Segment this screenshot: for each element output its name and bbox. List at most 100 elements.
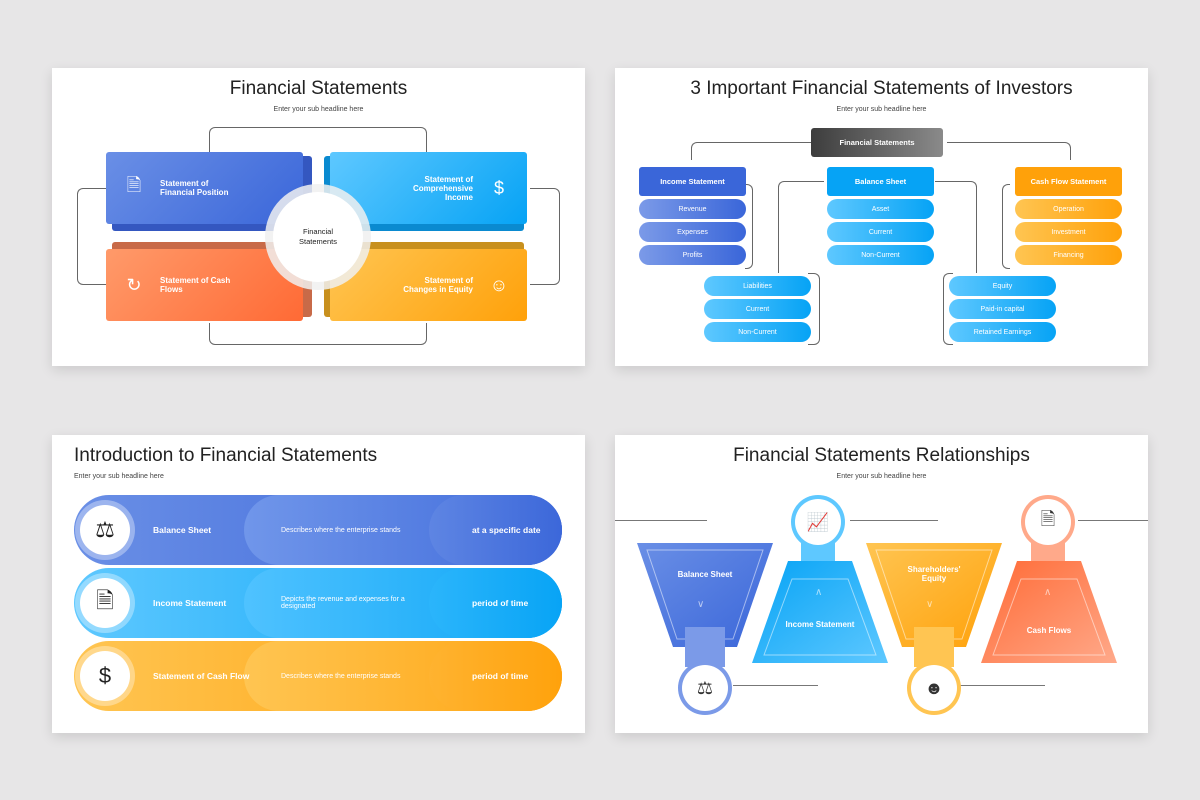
connector xyxy=(209,323,427,345)
row-income-statement[interactable]: 🗎 Income Statement Depicts the revenue a… xyxy=(74,568,562,638)
header-label: Income Statement xyxy=(660,177,725,186)
quadrant-comprehensive-income[interactable]: Statement of Comprehensive Income $ xyxy=(330,152,527,224)
pill-item[interactable]: Current xyxy=(827,222,934,242)
header-label: Cash Flow Statement xyxy=(1030,177,1107,186)
pill-label: Non-Current xyxy=(738,328,777,336)
connector xyxy=(943,273,953,345)
pill-item[interactable]: Equity xyxy=(949,276,1056,296)
arrow-line xyxy=(850,520,938,521)
investor-icon: ☺ xyxy=(489,274,509,295)
money-bag-icon: $ xyxy=(493,177,504,198)
pill-label: Equity xyxy=(992,282,1013,290)
slide-subtitle: Enter your sub headline here xyxy=(74,473,164,480)
pill-item[interactable]: Paid-in capital xyxy=(949,299,1056,319)
arrow-line xyxy=(615,520,707,521)
slide-subtitle: Enter your sub headline here xyxy=(836,106,927,113)
pill-item[interactable]: Investment xyxy=(1015,222,1122,242)
pill-item[interactable]: Non-Current xyxy=(704,322,811,342)
pill-item[interactable]: Retained Earnings xyxy=(949,322,1056,342)
trapezoid-income-statement[interactable] xyxy=(752,561,888,663)
pill-label: Current xyxy=(745,305,770,313)
pill-item[interactable]: Profits xyxy=(639,245,746,265)
slide-title: Financial Statements Relationships xyxy=(733,445,1030,466)
connector xyxy=(778,181,824,273)
row-description: Describes where the enterprise stands xyxy=(281,672,401,680)
cash-cycle-icon: ↻ xyxy=(126,274,142,295)
row-segment xyxy=(429,495,562,565)
funnel-shareholders-equity[interactable] xyxy=(866,543,1002,647)
group-icon: ☻ xyxy=(911,665,957,711)
pill-item[interactable]: Non-Current xyxy=(827,245,934,265)
pill-label: Operation xyxy=(1053,205,1084,213)
slide-relationships: Financial Statements Relationships Enter… xyxy=(615,435,1148,733)
slide-title: Introduction to Financial Statements xyxy=(74,445,378,466)
connector xyxy=(530,188,560,285)
report-icon: 🗎 xyxy=(126,175,142,195)
chevron-up-icon: ∧ xyxy=(815,587,823,598)
pill-item[interactable]: Financing xyxy=(1015,245,1122,265)
slide-introduction: Introduction to Financial Statements Ent… xyxy=(52,435,585,733)
root-box[interactable]: Financial Statements xyxy=(811,128,943,157)
pill-label: Liabilities xyxy=(743,282,772,290)
pill-item[interactable]: Operation xyxy=(1015,199,1122,219)
trapezoid-cash-flows[interactable] xyxy=(981,561,1117,663)
quadrant-cash-flows[interactable]: ↻ Statement of Cash Flows xyxy=(106,249,303,321)
center-circle: Financial Statements xyxy=(273,192,363,282)
connector xyxy=(947,142,1071,160)
chevron-down-icon: ∨ xyxy=(697,599,705,610)
pill-item[interactable]: Revenue xyxy=(639,199,746,219)
pill-label: Revenue xyxy=(678,205,707,213)
header-income-statement[interactable]: Income Statement xyxy=(639,167,746,196)
row-period: at a specific date xyxy=(472,525,541,535)
pill-item[interactable]: Expenses xyxy=(639,222,746,242)
row-cash-flow[interactable]: $ Statement of Cash Flow Describes where… xyxy=(74,641,562,711)
arrow-line xyxy=(1078,520,1148,521)
connector xyxy=(745,184,753,269)
pill-label: Current xyxy=(868,228,893,236)
quadrant-label: Statement of Financial Position xyxy=(160,179,229,197)
quadrant-label: Statement of Cash Flows xyxy=(160,276,231,294)
header-balance-sheet[interactable]: Balance Sheet xyxy=(827,167,934,196)
arrow-line xyxy=(960,685,1045,686)
arrow-line xyxy=(733,685,818,686)
slide-title: 3 Important Financial Statements of Inve… xyxy=(690,78,1073,99)
connector xyxy=(691,142,811,160)
row-segment xyxy=(429,641,562,711)
quadrant-changes-in-equity[interactable]: Statement of Changes in Equity ☺ xyxy=(330,249,527,321)
connector xyxy=(77,188,107,285)
slide-investor-statements: 3 Important Financial Statements of Inve… xyxy=(615,68,1148,366)
slide-subtitle: Enter your sub headline here xyxy=(836,473,927,480)
trapezoid-label: Cash Flows xyxy=(1026,626,1072,635)
row-name: Statement of Cash Flow xyxy=(153,671,250,681)
connector xyxy=(209,127,427,152)
quadrant-financial-position[interactable]: 🗎 Statement of Financial Position xyxy=(106,152,303,224)
document-dollar-icon: 🗎 xyxy=(80,578,130,628)
row-description: Describes where the enterprise stands xyxy=(281,526,401,534)
funnel-balance-sheet[interactable] xyxy=(637,543,773,647)
header-label: Balance Sheet xyxy=(854,177,907,186)
chevron-down-icon: ∨ xyxy=(926,599,934,610)
pill-label: Asset xyxy=(871,205,890,213)
pill-label: Retained Earnings xyxy=(973,328,1032,336)
cash-doc-icon: 🗎 xyxy=(1025,499,1071,545)
funnel-label: Shareholders' Equity xyxy=(907,565,961,583)
slide-title: Financial Statements xyxy=(229,78,408,99)
pill-label: Profits xyxy=(682,251,703,259)
slide-financial-statements: Financial Statements Enter your sub head… xyxy=(52,68,585,366)
trapezoid-label: Income Statement xyxy=(785,620,855,629)
stem xyxy=(685,627,725,667)
scale-icon: ⚖ xyxy=(80,505,130,555)
pill-label: Financing xyxy=(1053,251,1084,259)
pill-item[interactable]: Current xyxy=(704,299,811,319)
center-label: Financial Statements xyxy=(299,226,337,247)
header-cash-flow-statement[interactable]: Cash Flow Statement xyxy=(1015,167,1122,196)
funnel-label: Balance Sheet xyxy=(677,570,733,579)
pill-item[interactable]: Asset xyxy=(827,199,934,219)
pill-item[interactable]: Liabilities xyxy=(704,276,811,296)
row-period: period of time xyxy=(472,671,529,681)
chevron-up-icon: ∧ xyxy=(1044,587,1052,598)
connector xyxy=(1002,184,1010,269)
stem xyxy=(914,627,954,667)
row-balance-sheet[interactable]: ⚖ Balance Sheet Describes where the ente… xyxy=(74,495,562,565)
connector xyxy=(935,181,977,273)
